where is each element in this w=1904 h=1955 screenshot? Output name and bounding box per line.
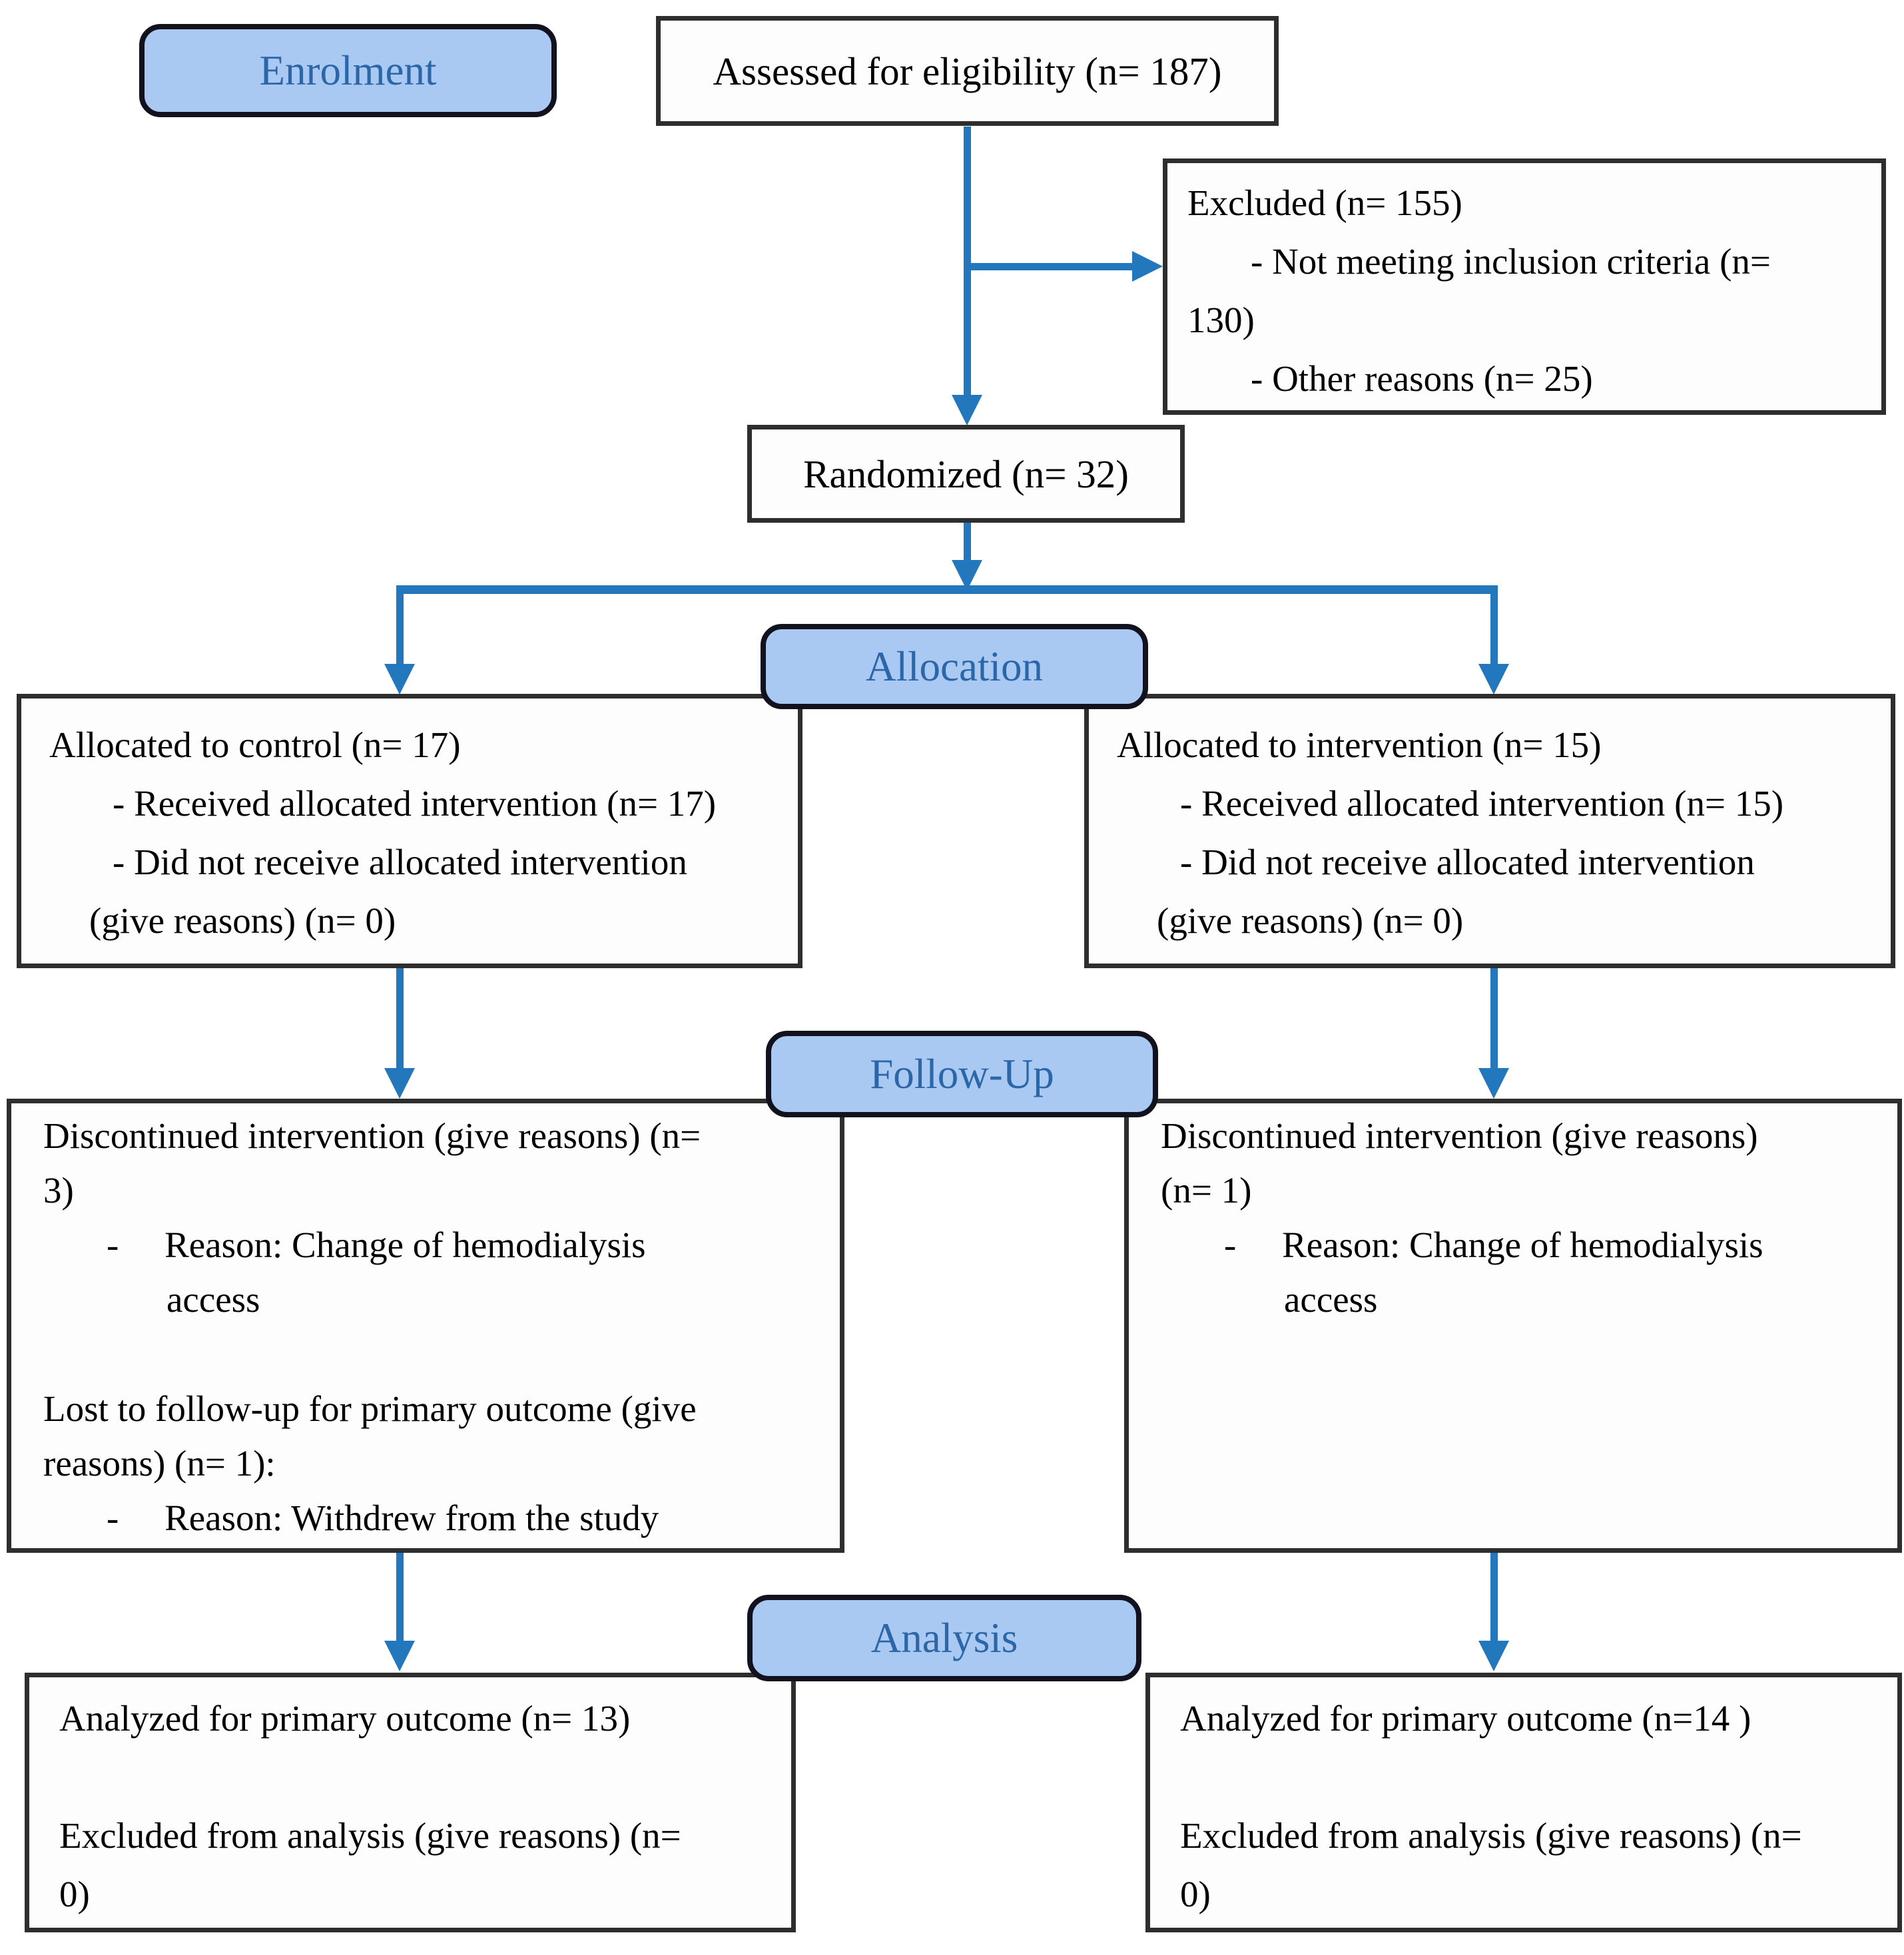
- down-arrow-icon: [1478, 664, 1509, 695]
- stage-label-allocation: Allocation: [761, 624, 1148, 709]
- box-text-line: Allocated to control (n= 17): [49, 724, 461, 765]
- stage-label-follow-up-text: Follow-Up: [870, 1050, 1054, 1097]
- box-text-line: access: [1284, 1279, 1378, 1320]
- branch-line-allocation: [396, 585, 1498, 594]
- stage-label-analysis: Analysis: [747, 1595, 1141, 1681]
- box-excluded: Excluded (n= 155) - Not meeting inclusion…: [1163, 158, 1886, 415]
- connector-intervention-to-analysis: [1490, 1553, 1498, 1642]
- box-text-line: (n= 1): [1161, 1170, 1252, 1211]
- box-text-line: - Other reasons (n= 25): [1251, 358, 1593, 399]
- down-arrow-icon: [1478, 1068, 1509, 1099]
- down-arrow-icon: [384, 1641, 415, 1671]
- box-assessed-for-eligibility: Assessed for eligibility (n= 187): [656, 16, 1279, 126]
- connector-assessed-to-randomized: [964, 127, 971, 396]
- box-text-line: [43, 1327, 829, 1382]
- box-text-line: Analyzed for primary outcome (n=14 ): [1180, 1698, 1751, 1739]
- box-text-line: Lost to follow-up for primary outcome (g…: [43, 1388, 697, 1429]
- box-text-line: 130): [1187, 300, 1255, 340]
- down-arrow-icon: [384, 664, 415, 695]
- box-randomized: Randomized (n= 32): [747, 425, 1185, 523]
- box-text-line: 0): [1180, 1874, 1211, 1914]
- stage-label-analysis-text: Analysis: [870, 1614, 1018, 1661]
- box-text-line: 0): [59, 1874, 90, 1914]
- connector-control-to-analysis: [396, 1553, 404, 1642]
- stage-label-enrolment: Enrolment: [139, 24, 557, 117]
- connector-branch-to-intervention: [1490, 593, 1498, 666]
- box-text-line: Excluded from analysis (give reasons) (n…: [1180, 1815, 1802, 1856]
- connector-branch-to-control: [396, 593, 404, 666]
- connector-randomized-to-branch: [964, 523, 971, 561]
- box-followup-intervention: Discontinued intervention (give reasons)…: [1124, 1099, 1902, 1553]
- down-arrow-icon: [384, 1068, 415, 1099]
- box-text-line: - Did not receive allocated intervention: [1180, 842, 1755, 882]
- box-text-line: Allocated to intervention (n= 15): [1117, 724, 1602, 765]
- box-text-line: 3): [43, 1170, 74, 1211]
- box-analysis-control: Analyzed for primary outcome (n= 13) Excl…: [25, 1673, 796, 1932]
- box-text-line: - Did not receive allocated intervention: [113, 842, 687, 882]
- connector-intervention-to-followup: [1490, 968, 1498, 1069]
- stage-label-allocation-text: Allocation: [866, 643, 1043, 690]
- box-allocated-intervention: Allocated to intervention (n= 15) - Recei…: [1084, 694, 1895, 968]
- box-text-line: [59, 1748, 781, 1807]
- box-text-line: - Reason: Change of hemodialysis: [1224, 1225, 1763, 1265]
- connector-to-excluded: [967, 263, 1133, 270]
- box-text-line: (give reasons) (n= 0): [89, 900, 396, 941]
- box-followup-control: Discontinued intervention (give reasons)…: [7, 1099, 844, 1553]
- box-text-line: Discontinued intervention (give reasons): [1161, 1115, 1758, 1156]
- box-text-line: Analyzed for primary outcome (n= 13): [59, 1698, 631, 1739]
- box-text-line: reasons) (n= 1):: [43, 1443, 276, 1484]
- randomized-text: Randomized (n= 32): [803, 451, 1129, 496]
- right-arrow-icon: [1132, 251, 1163, 282]
- box-analysis-intervention: Analyzed for primary outcome (n=14 ) Excl…: [1145, 1673, 1902, 1932]
- box-allocated-control: Allocated to control (n= 17) - Received a…: [17, 694, 802, 968]
- down-arrow-icon: [952, 395, 982, 425]
- box-text-line: - Reason: Withdrew from the study: [107, 1498, 659, 1538]
- box-text-line: Discontinued intervention (give reasons)…: [43, 1115, 701, 1156]
- stage-label-enrolment-text: Enrolment: [259, 47, 437, 94]
- box-text-line: - Received allocated intervention (n= 17…: [113, 783, 717, 824]
- box-text-line: access: [166, 1279, 260, 1320]
- box-text-line: - Not meeting inclusion criteria (n=: [1251, 241, 1771, 282]
- box-text-line: (give reasons) (n= 0): [1157, 900, 1464, 941]
- connector-control-to-followup: [396, 968, 404, 1069]
- assessed-text: Assessed for eligibility (n= 187): [713, 49, 1222, 93]
- stage-label-follow-up: Follow-Up: [766, 1031, 1158, 1117]
- down-arrow-icon: [1478, 1641, 1509, 1671]
- box-text-line: - Received allocated intervention (n= 15…: [1180, 783, 1784, 824]
- box-text-line: - Reason: Change of hemodialysis: [107, 1225, 646, 1265]
- box-text-line: Excluded (n= 155): [1187, 182, 1462, 223]
- box-text-line: Excluded from analysis (give reasons) (n…: [59, 1815, 681, 1856]
- box-text-line: [1180, 1748, 1887, 1807]
